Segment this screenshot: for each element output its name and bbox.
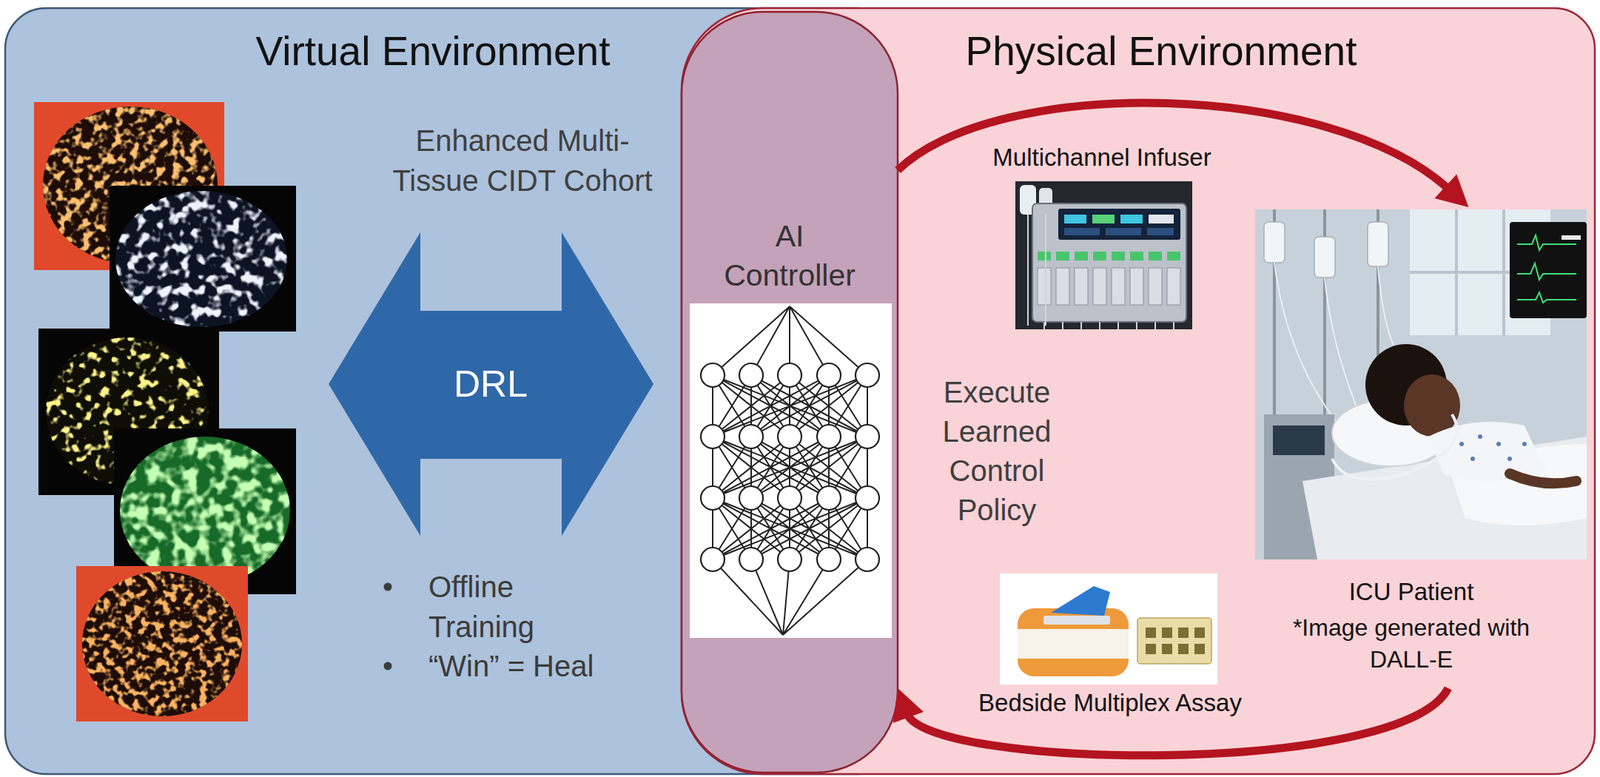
arrow-line (897, 102, 1450, 190)
text-slot: “Win” = Heal (428, 648, 666, 684)
drl-double-arrow: DRL (328, 232, 654, 536)
node-label: ICU Patient (1349, 577, 1475, 607)
arrow-line (906, 688, 1448, 756)
bullet-dots (384, 583, 393, 671)
node-label: Multichannel Infuser (992, 142, 1211, 173)
node-label: Virtual Environment (256, 26, 611, 76)
arrow-head (893, 688, 924, 724)
infuser-device: Multichannel Infuser (962, 136, 1244, 334)
annotation-text: Execute Learned Control Policy (930, 372, 1064, 531)
text-slot: Virtual Environment (151, 26, 715, 76)
text-slot: AI Controller (711, 216, 868, 297)
text-slot: Offline Training (428, 566, 592, 647)
text-slot: Enhanced Multi-Tissue CIDT Cohort (385, 120, 660, 201)
node-label: Bedside Multiplex Assay (978, 688, 1242, 718)
neural-network (689, 303, 892, 638)
environment-panel: Physical EnvironmentMultichannel Infuser… (681, 8, 1595, 775)
assay-illustration (999, 573, 1218, 685)
flow-arrow (893, 688, 1449, 756)
node-label: DRL (453, 361, 528, 407)
annotation-text: Offline Training (428, 566, 592, 647)
text-slot: ICU Patient (1263, 577, 1560, 607)
node-label: Physical Environment (965, 26, 1358, 76)
infuser-illustration (1015, 181, 1193, 330)
node-label: *Image generated with DALL-E (1263, 612, 1560, 676)
text-slot: *Image generated with DALL-E (1263, 612, 1560, 676)
icu-illustration (1255, 209, 1587, 560)
flow-arrow (897, 102, 1469, 208)
text-slot: Physical Environment (865, 26, 1458, 76)
annotation-text: Enhanced Multi-Tissue CIDT Cohort (385, 120, 660, 201)
text-slot: Execute Learned Control Policy (930, 372, 1064, 531)
arrow-head (1434, 173, 1470, 208)
text-slot: DRL (379, 361, 602, 407)
text-slot: Bedside Multiplex Assay (962, 688, 1259, 718)
annotation-text: “Win” = Heal (428, 648, 594, 684)
icu-patient: ICU Patient *Image generated with DALL-E (1250, 207, 1592, 689)
node-label: AI Controller (711, 216, 868, 297)
text-slot: Multichannel Infuser (961, 142, 1243, 173)
tissue-images (34, 102, 297, 722)
assay-device: Bedside Multiplex Assay (962, 569, 1259, 733)
ai-controller-pill: AI Controller (681, 11, 898, 773)
